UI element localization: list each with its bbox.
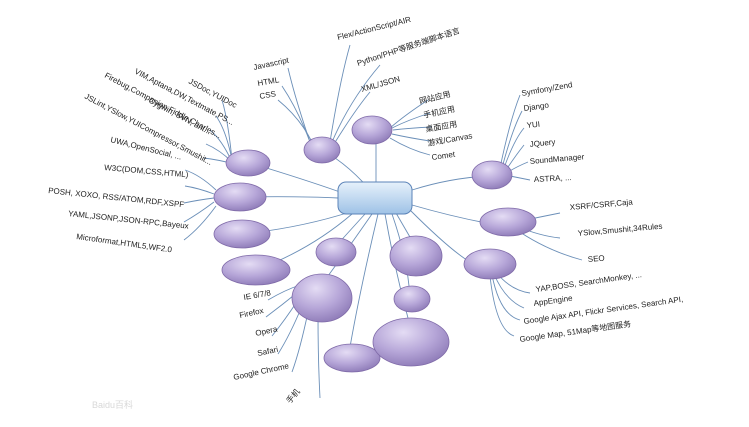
label-symfony: Symfony/Zend (521, 80, 573, 98)
label-html: HTML (257, 75, 281, 88)
nodes (213, 115, 537, 373)
label-yui: YUI (526, 120, 540, 130)
label-game-canvas: 游戏/Canvas (427, 130, 473, 148)
node-misc-3[interactable] (315, 237, 357, 267)
label-posh: POSH, XOXO, RSS/ATOM,RDF,XSPF (48, 186, 185, 209)
label-comet: Comet (431, 150, 456, 162)
label-seo: SEO (587, 254, 605, 264)
node-platforms[interactable] (351, 115, 393, 145)
label-safari: Safari (257, 345, 280, 358)
label-jquery: JQuery (529, 137, 556, 149)
label-yap: YAP,BOSS, SearchMonkey, ... (535, 270, 642, 294)
node-misc-1[interactable] (213, 219, 271, 249)
label-css: CSS (259, 89, 277, 101)
node-misc-5[interactable] (323, 343, 381, 373)
label-mobile-app: 手机应用 (422, 104, 455, 120)
label-xsrf: XSRF/CSRF,Caja (569, 197, 633, 212)
node-standards[interactable] (213, 182, 267, 212)
center-connectors (239, 132, 489, 348)
node-tools[interactable] (225, 149, 271, 177)
watermark: Baidu百科 (92, 399, 133, 410)
node-misc-2[interactable] (221, 254, 291, 286)
label-astra: ASTRA, ... (534, 173, 572, 184)
label-django: Django (523, 100, 550, 113)
node-security[interactable] (479, 207, 537, 237)
label-xml-json: XML/JSON (360, 74, 401, 94)
label-opera: Opera (255, 324, 279, 338)
label-yslow: YSlow,Smushit,34Rules (577, 222, 662, 238)
label-yaml: YAML,JSONP,JSON-RPC,Bayeux (68, 209, 189, 231)
label-w3c: W3C(DOM,CSS,HTML) (104, 163, 189, 179)
label-firefox: Firefox (239, 306, 265, 320)
node-misc-4[interactable] (393, 285, 431, 313)
node-services[interactable] (463, 248, 517, 280)
node-misc-6[interactable] (372, 317, 450, 367)
node-frameworks[interactable] (471, 160, 513, 190)
label-desktop-app: 桌面应用 (425, 119, 458, 134)
node-web-basics[interactable] (303, 136, 341, 164)
label-javascript: Javascript (253, 56, 291, 72)
label-appengine: AppEngine (533, 294, 574, 308)
label-mobile: 手机 (284, 387, 302, 406)
label-microformat: Microformat,HTML5,WF2.0 (76, 232, 173, 254)
center-node[interactable] (337, 181, 413, 215)
label-ie: IE 6/7/8 (243, 288, 272, 302)
node-browsers[interactable] (291, 273, 353, 323)
label-soundmanager: SoundManager (529, 152, 585, 166)
label-web-app: 网站应用 (418, 88, 451, 105)
node-apps-mid[interactable] (389, 235, 443, 277)
label-flex: Flex/ActionScript/AIR (336, 15, 412, 42)
label-google-chrome: Google Chrome (233, 361, 291, 382)
leaf-connectors (183, 44, 583, 399)
